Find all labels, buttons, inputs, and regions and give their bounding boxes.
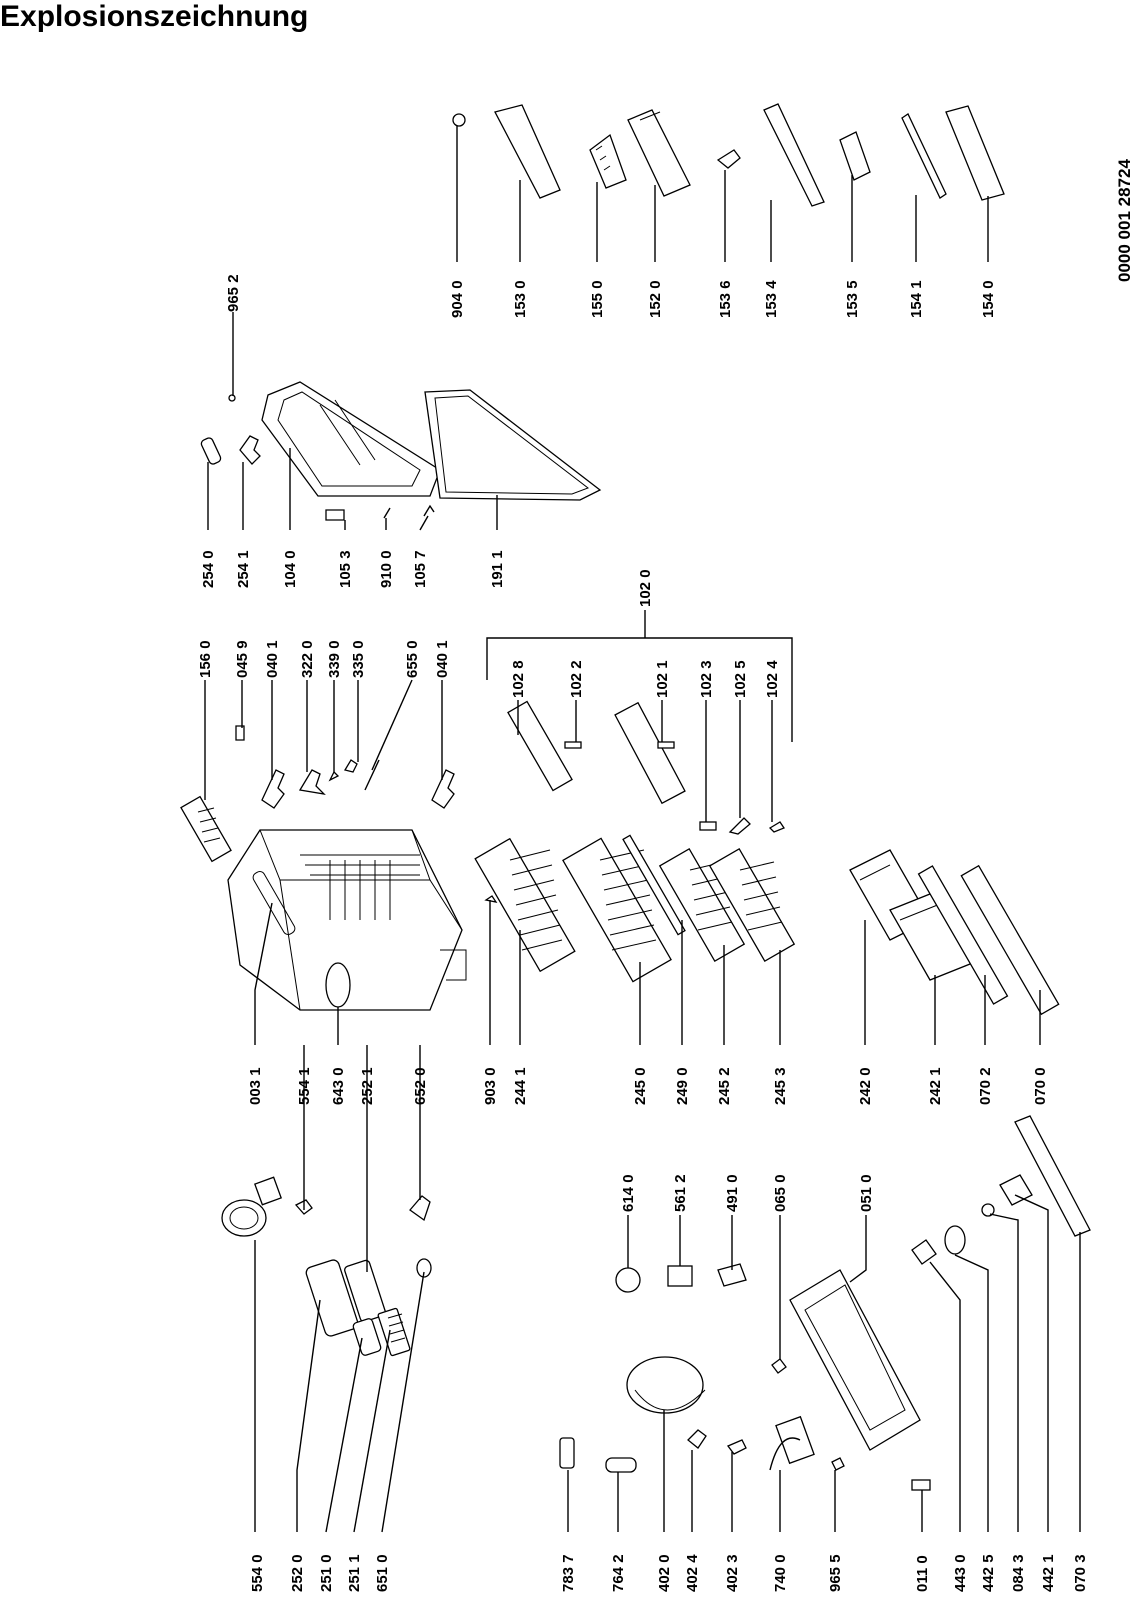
part-label: 152 0	[647, 280, 664, 318]
fan-part-sketch	[221, 1176, 282, 1237]
part-label: 154 0	[980, 280, 997, 318]
vent-grille-sketch	[180, 795, 232, 863]
part-label: 051 0	[858, 1174, 875, 1212]
part-label: 965 5	[827, 1554, 844, 1592]
part-label: 764 2	[610, 1554, 627, 1592]
part-label: 251 0	[318, 1554, 335, 1592]
part-label: 614 0	[620, 1174, 637, 1212]
part-label: 245 2	[716, 1067, 733, 1105]
part-label: 155 0	[589, 280, 606, 318]
base-plate-sketch	[789, 1269, 921, 1451]
part-label: 251 1	[346, 1554, 363, 1592]
part-label: 070 3	[1072, 1554, 1089, 1592]
part-label: 252 0	[289, 1554, 306, 1592]
part-label: 491 0	[724, 1174, 741, 1212]
part-label: 153 4	[763, 280, 780, 318]
part-label: 652 0	[412, 1067, 429, 1105]
part-labels: 554 0 252 0 251 0 251 1 651 0 783 7 764 …	[197, 159, 1134, 1592]
part-label: 554 0	[249, 1554, 266, 1592]
door-panel-sketch	[507, 700, 785, 835]
part-label: 245 3	[772, 1067, 789, 1105]
page-title: Explosionszeichnung	[0, 0, 309, 33]
part-label: 655 0	[404, 640, 421, 678]
part-label: 402 0	[656, 1554, 673, 1592]
part-label: 643 0	[330, 1067, 347, 1105]
part-label: 102 8	[510, 660, 527, 698]
shelves-sketch	[474, 834, 796, 983]
part-label: 104 0	[282, 550, 299, 588]
part-label: 322 0	[299, 640, 316, 678]
part-label: 242 1	[927, 1067, 944, 1105]
document-id: 0000 001 28724	[1115, 159, 1134, 282]
part-label: 254 1	[235, 550, 252, 588]
part-label: 339 0	[326, 640, 343, 678]
part-label: 102 3	[698, 660, 715, 698]
part-label: 910 0	[378, 550, 395, 588]
part-label: 244 1	[512, 1067, 529, 1105]
part-label: 040 1	[434, 640, 451, 678]
part-label: 040 1	[264, 640, 281, 678]
freezer-door-sketch	[261, 381, 602, 501]
part-sketches	[180, 103, 1091, 1491]
part-label: 153 5	[844, 280, 861, 318]
part-label: 102 1	[654, 660, 671, 698]
part-label: 402 4	[684, 1554, 701, 1592]
part-label: 254 0	[200, 550, 217, 588]
part-label: 442 1	[1040, 1554, 1057, 1592]
part-label: 442 5	[980, 1554, 997, 1592]
part-label: 651 0	[374, 1554, 391, 1592]
part-label: 102 4	[764, 660, 781, 698]
part-label: 105 3	[337, 550, 354, 588]
part-label: 153 6	[717, 280, 734, 318]
part-label: 065 0	[772, 1174, 789, 1212]
part-label: 554 1	[296, 1067, 313, 1105]
compressor-sketch	[559, 1263, 931, 1491]
part-label: 011 0	[914, 1555, 931, 1592]
part-label: 740 0	[772, 1554, 789, 1592]
part-label: 156 0	[197, 640, 214, 678]
part-label: 903 0	[482, 1067, 499, 1105]
part-label: 102 5	[732, 660, 749, 698]
part-label: 154 1	[908, 280, 925, 318]
part-label: 904 0	[449, 280, 466, 318]
control-panel-sketch	[305, 1259, 411, 1357]
part-label: 245 0	[632, 1067, 649, 1105]
part-label: 153 0	[512, 280, 529, 318]
part-label: 102 0	[637, 569, 654, 607]
part-label: 003 1	[247, 1067, 264, 1105]
leader-lines	[204, 126, 1081, 1533]
cabinet-sketch	[227, 829, 467, 1011]
part-label: 070 2	[977, 1067, 994, 1105]
part-label: 045 9	[234, 640, 251, 678]
part-label: 443 0	[952, 1554, 969, 1592]
part-label: 105 7	[412, 550, 429, 588]
part-label: 252 1	[359, 1067, 376, 1105]
part-label: 084 3	[1010, 1554, 1027, 1592]
part-label: 242 0	[857, 1067, 874, 1105]
part-label: 561 2	[672, 1174, 689, 1212]
part-label: 191 1	[489, 550, 506, 588]
part-label: 402 3	[724, 1554, 741, 1592]
part-label: 102 2	[568, 660, 585, 698]
part-label: 249 0	[674, 1067, 691, 1105]
part-label: 070 0	[1032, 1067, 1049, 1105]
part-label: 965 2	[225, 274, 242, 312]
part-label: 783 7	[560, 1554, 577, 1592]
part-label: 335 0	[350, 640, 367, 678]
